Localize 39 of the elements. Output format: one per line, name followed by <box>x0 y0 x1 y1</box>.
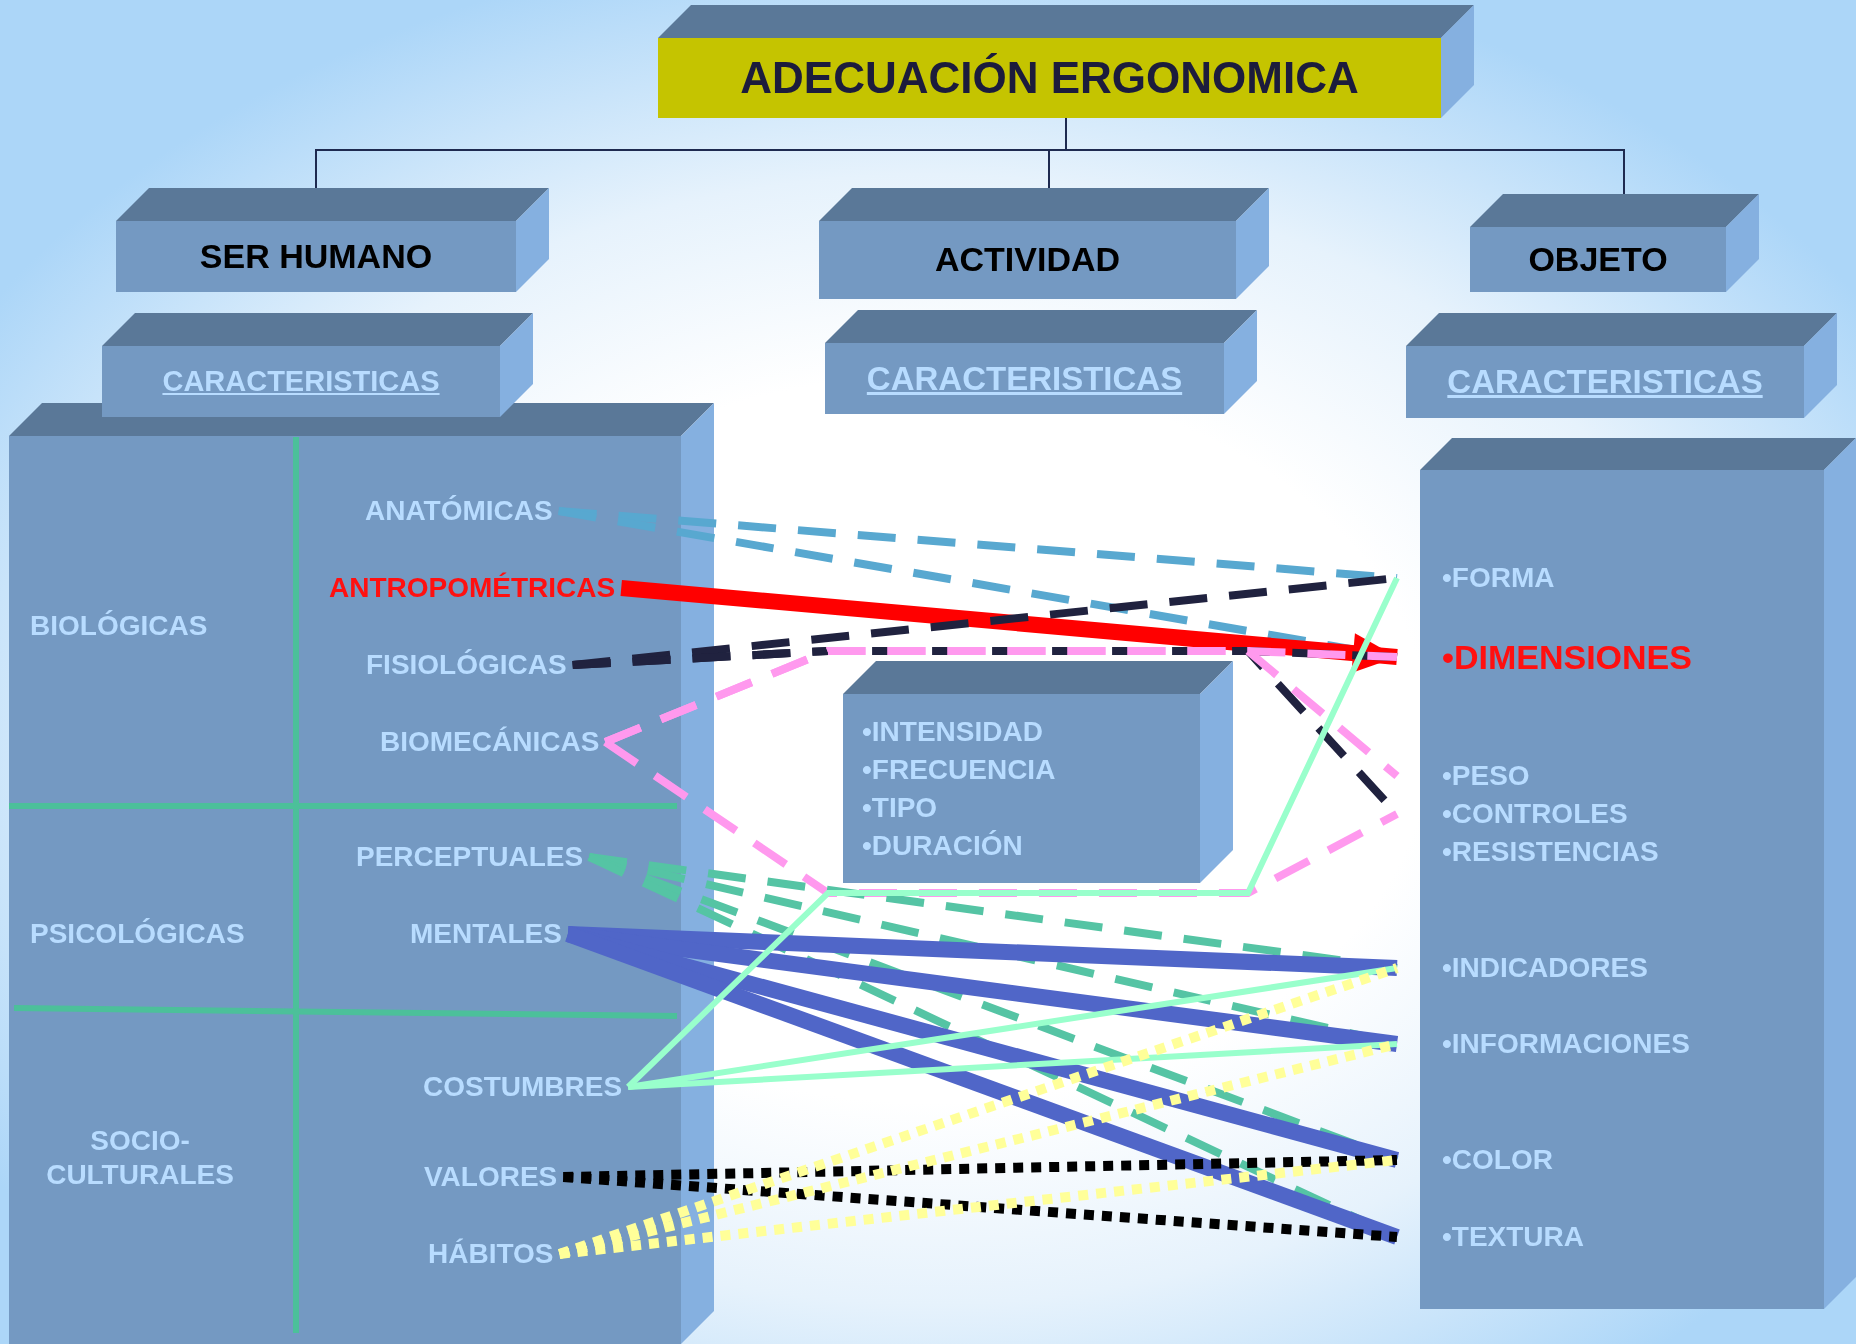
connector-line <box>567 926 1398 976</box>
activity-item: •TIPO <box>862 790 938 825</box>
activity-item: •DURACIÓN <box>862 828 1023 863</box>
connector-line <box>603 647 1400 780</box>
item-label: •COLOR <box>1397 1140 1817 1180</box>
item-label: •INFORMACIONES <box>1397 1024 1817 1064</box>
connector-line <box>557 963 1399 1259</box>
characteristics-label: CARACTERISTICAS <box>866 359 1183 398</box>
item-label: •PESO <box>1397 756 1817 796</box>
item-label: BIOMECÁNICAS <box>380 722 712 762</box>
connector-line <box>563 1155 1398 1182</box>
item-label: VALORES <box>424 1157 712 1197</box>
item-label: •FORMA <box>1397 558 1817 598</box>
item-label: •RESISTENCIAS <box>1397 832 1817 872</box>
item-label: ANTROPOMÉTRICAS <box>329 568 712 608</box>
item-label: •TEXTURA <box>1397 1217 1817 1257</box>
item-label: FISIOLÓGICAS <box>366 645 712 685</box>
item-label: •INDICADORES <box>1397 948 1817 988</box>
item-label: COSTUMBRES <box>423 1067 712 1107</box>
characteristics-label: CARACTERISTICAS <box>162 364 440 399</box>
connector-line <box>562 1172 1398 1242</box>
category-label: BIOLÓGICAS <box>30 606 292 646</box>
category-label: ACTIVIDAD <box>934 240 1121 280</box>
arrow <box>620 580 1398 673</box>
category-label: SER HUMANO <box>199 236 433 277</box>
item-label: •DIMENSIONES <box>1397 637 1817 677</box>
item-label: PERCEPTUALES <box>356 837 712 877</box>
category-label: OBJETO <box>1528 239 1668 280</box>
activity-item: •INTENSIDAD <box>862 714 1043 749</box>
connector-line <box>627 1041 1398 1090</box>
category-label: PSICOLÓGICAS <box>30 914 295 954</box>
item-label: •CONTROLES <box>1397 794 1817 834</box>
item-label: ANATÓMICAS <box>365 491 712 531</box>
category-label: SOCIO-CULTURALES <box>30 1116 250 1200</box>
item-label: HÁBITOS <box>428 1234 712 1274</box>
title-text: ADECUACIÓN ERGONOMICA <box>740 52 1359 104</box>
item-label: MENTALES <box>410 914 712 954</box>
characteristics-label: CARACTERISTICAS <box>1447 363 1763 401</box>
activity-item: •FRECUENCIA <box>862 752 1056 787</box>
